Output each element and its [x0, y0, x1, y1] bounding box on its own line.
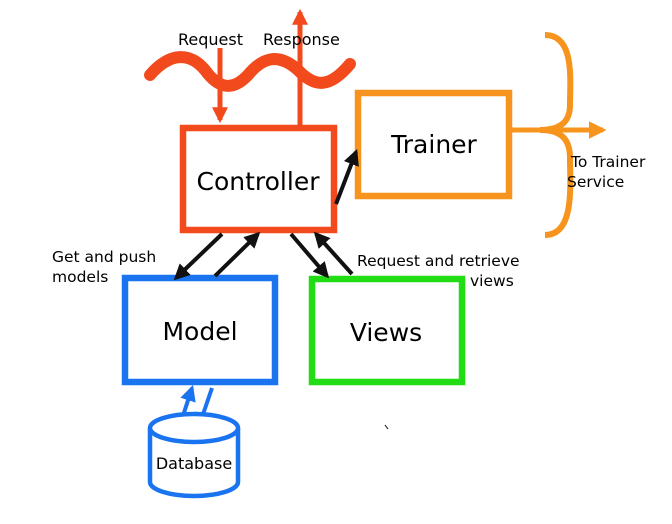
get-push-label-line1: Get and push [52, 248, 156, 266]
model-box [121, 274, 279, 386]
database-cylinder [147, 411, 241, 499]
model-to-controller-arrow [213, 231, 261, 278]
controller-box [179, 124, 338, 234]
get-push-label-line2: models [52, 268, 108, 286]
views-label: Views [350, 318, 422, 347]
views-to-controller-arrow [313, 231, 354, 276]
model-label: Model [162, 317, 237, 346]
controller-to-trainer-arrow [334, 149, 359, 205]
controller-to-model-arrow [173, 232, 224, 281]
network-wave [144, 51, 356, 92]
trainer-label: Trainer [390, 130, 477, 159]
request-retrieve-label-line2: views [470, 272, 514, 290]
trainer-box [354, 89, 513, 200]
database-label: Database [156, 454, 232, 473]
response-label: Response [263, 30, 340, 49]
request-retrieve-label-line1: Request and retrieve [357, 252, 520, 270]
trainer-service-brace [539, 32, 574, 238]
request-label: Request [178, 30, 243, 49]
views-box [308, 275, 466, 386]
stray-mark [384, 424, 389, 430]
to-trainer-label-line1: To Trainer [570, 153, 646, 171]
to-trainer-label-line2: Service [567, 173, 624, 191]
controller-label: Controller [197, 167, 321, 196]
controller-to-views-arrow [289, 232, 330, 279]
